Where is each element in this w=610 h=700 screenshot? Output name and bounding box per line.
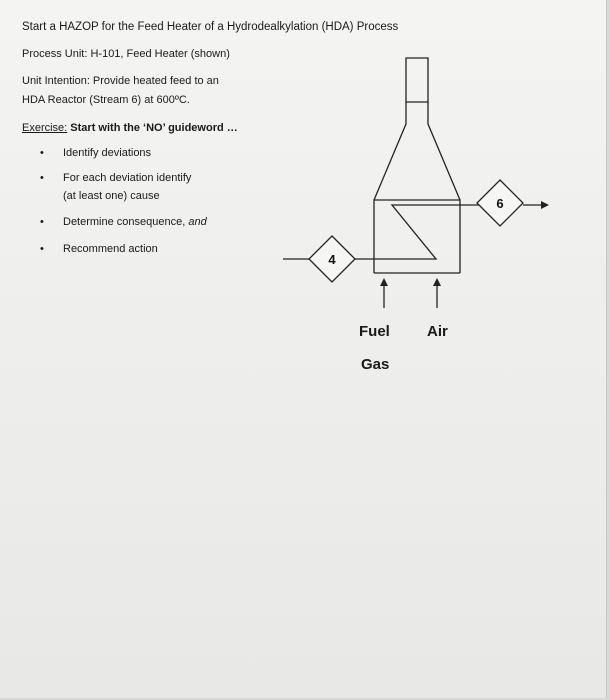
fuel-label: Fuel — [359, 323, 390, 340]
unit-intention-line-1: Unit Intention: Provide heated feed to a… — [22, 75, 219, 87]
bullet-marker: • — [40, 216, 44, 228]
stream-6-diamond — [476, 179, 524, 227]
process-unit-text: Process Unit: H-101, Feed Heater (shown) — [22, 48, 230, 60]
bullet-marker: • — [40, 147, 44, 159]
bullet-1-text: Identify deviations — [63, 147, 152, 159]
document-title: Start a HAZOP for the Feed Heater of a H… — [22, 21, 399, 33]
heater-left-wall — [373, 102, 407, 273]
bullet-4-text: Recommend action — [63, 243, 158, 255]
air-label: Air — [427, 323, 448, 340]
bullet-marker: • — [40, 172, 44, 184]
bullet-3-main: Determine consequence, — [63, 216, 189, 228]
stack-top — [405, 57, 429, 103]
air-arrow — [433, 278, 441, 286]
exercise-text: Start with the ‘NO’ guideword … — [67, 122, 238, 134]
stream-6-label: 6 — [496, 196, 503, 211]
stream-4-diamond — [308, 235, 356, 283]
heater-coil — [330, 204, 500, 260]
exercise-label: Exercise: — [22, 122, 68, 134]
bullet-3-emphasis: and — [188, 216, 207, 228]
heater-right-wall — [427, 102, 461, 273]
bullet-3-text: Determine consequence, and — [63, 216, 207, 228]
fuel-arrow — [380, 278, 388, 286]
bullet-2-line-1: For each deviation identify — [63, 172, 192, 184]
gas-label: Gas — [361, 356, 390, 373]
exercise-line: Exercise: Start with the ‘NO’ guideword … — [22, 122, 238, 134]
unit-intention-line-2: HDA Reactor (Stream 6) at 600ºC. — [22, 94, 190, 106]
bullet-2-line-2: (at least one) cause — [63, 190, 160, 202]
bullet-marker: • — [40, 243, 44, 255]
outlet-arrow — [541, 201, 549, 209]
stream-4-label: 4 — [328, 252, 336, 267]
